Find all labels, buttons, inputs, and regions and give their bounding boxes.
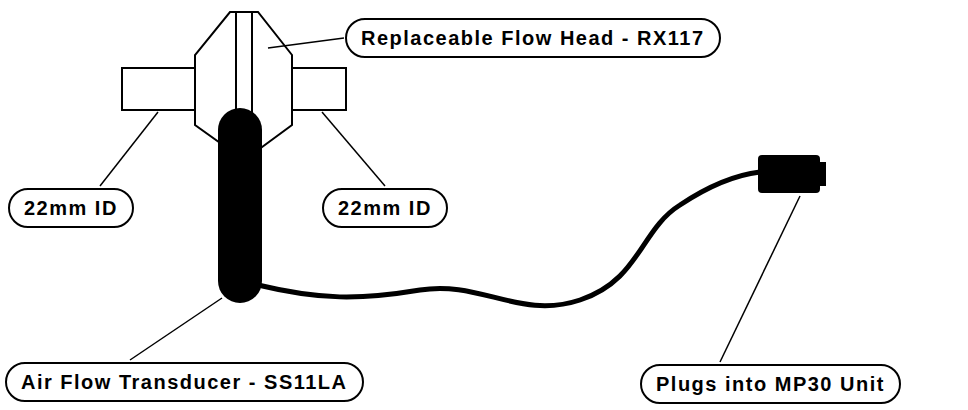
- right-tube: [292, 68, 346, 110]
- leader-line: [100, 112, 158, 186]
- leader-line: [720, 196, 800, 362]
- label-pill: Air Flow Transducer - SS11LA: [5, 362, 364, 402]
- leader-line: [130, 298, 222, 360]
- leader-line: [268, 38, 344, 48]
- leader-lines: [100, 38, 800, 362]
- label-text: Air Flow Transducer - SS11LA: [21, 370, 348, 394]
- label-text: 22mm ID: [24, 196, 118, 220]
- label-text: Replaceable Flow Head - RX117: [361, 26, 705, 50]
- left-tube: [122, 68, 195, 110]
- label-text: Plugs into MP30 Unit: [656, 372, 885, 396]
- label-pill: 22mm ID: [322, 188, 448, 228]
- label-pill: 22mm ID: [8, 188, 134, 228]
- plug-tip: [818, 162, 826, 186]
- leader-line: [322, 112, 385, 186]
- label-pill: Replaceable Flow Head - RX117: [345, 18, 721, 58]
- plug: [758, 155, 820, 193]
- label-text: 22mm ID: [338, 196, 432, 220]
- label-pill: Plugs into MP30 Unit: [640, 364, 901, 404]
- cable: [258, 172, 760, 306]
- transducer-body: [218, 108, 262, 303]
